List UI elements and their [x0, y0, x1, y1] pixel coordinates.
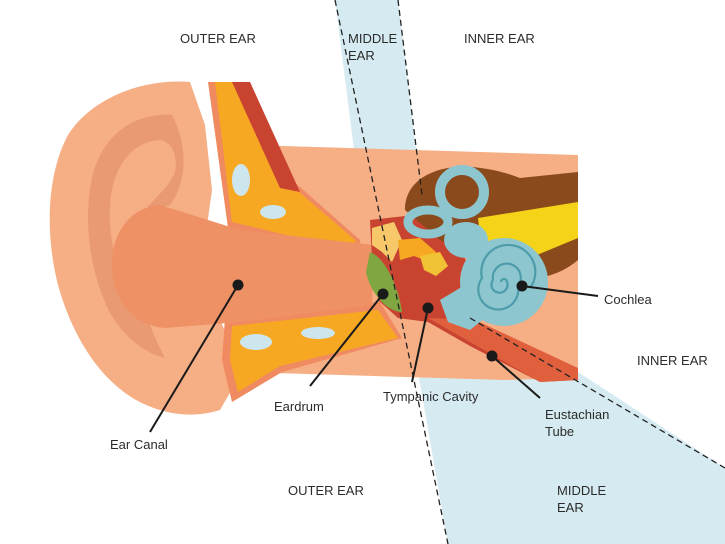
region-label-middle-ear-top-line2: EAR	[348, 48, 375, 63]
part-label-eustachian-line1: Eustachian	[545, 407, 610, 422]
ear-canal-pointer-line	[149, 284, 239, 433]
eardrum-pointer-line	[309, 293, 384, 387]
middle-ear-band-top	[335, 0, 416, 150]
region-label-inner-ear-right: INNER EAR	[637, 353, 708, 368]
semicircular-canal-1	[435, 165, 489, 219]
region-label-inner-ear-top: INNER EAR	[464, 31, 535, 46]
tympanic-pointer-line	[411, 307, 429, 383]
lower-bone-spot-1	[240, 334, 272, 350]
cochlea-pointer-dot	[516, 280, 528, 292]
part-label-eardrum: Eardrum	[274, 399, 324, 414]
region-label-middle-ear-bottom: MIDDLE EAR	[557, 482, 606, 516]
cochlea-pointer-line	[521, 285, 599, 297]
semicircular-canal-2	[403, 205, 453, 239]
region-label-middle-ear-top-line1: MIDDLE	[348, 31, 398, 46]
eustachian-pointer-dot	[486, 350, 498, 362]
upper-bone	[215, 82, 358, 252]
eustachian-pointer-line	[491, 355, 541, 399]
cochlea-shell	[460, 238, 548, 326]
cochlea-spiral	[477, 243, 537, 311]
eustachian-tube	[428, 318, 578, 382]
upper-bone-spot-2	[260, 205, 286, 219]
region-label-middle-ear-bottom-line1: MIDDLE	[557, 483, 607, 498]
tympanic-pointer-dot	[422, 302, 434, 314]
lower-bone	[230, 310, 398, 392]
part-label-ear-canal: Ear Canal	[110, 437, 168, 452]
ear-canal	[111, 205, 375, 328]
eardrum	[366, 252, 402, 312]
region-label-middle-ear-bottom-line2: EAR	[557, 500, 584, 515]
part-label-tympanic-cavity: Tympanic Cavity	[383, 389, 479, 404]
cochlea-base	[440, 285, 485, 330]
divider-dashed-1	[334, 0, 449, 544]
divider-dashed-2	[397, 0, 423, 196]
lower-bone-spot-2	[301, 327, 335, 339]
part-label-cochlea: Cochlea	[604, 292, 652, 307]
eardrum-pointer-dot	[377, 288, 389, 300]
middle-ear-band-bottom	[418, 372, 725, 544]
region-label-middle-ear-top: MIDDLE EAR	[348, 30, 397, 64]
region-label-outer-ear-bottom: OUTER EAR	[288, 483, 364, 498]
region-label-outer-ear-top: OUTER EAR	[180, 31, 256, 46]
part-label-eustachian-line2: Tube	[545, 424, 575, 439]
part-label-eustachian-tube: Eustachian Tube	[545, 406, 609, 440]
stapes-bone	[420, 252, 448, 276]
ear-canal-pointer-dot	[232, 279, 244, 291]
upper-flesh-stripe	[232, 82, 300, 192]
upper-bone-spot-1	[232, 164, 250, 196]
malleus-bone	[372, 222, 402, 262]
